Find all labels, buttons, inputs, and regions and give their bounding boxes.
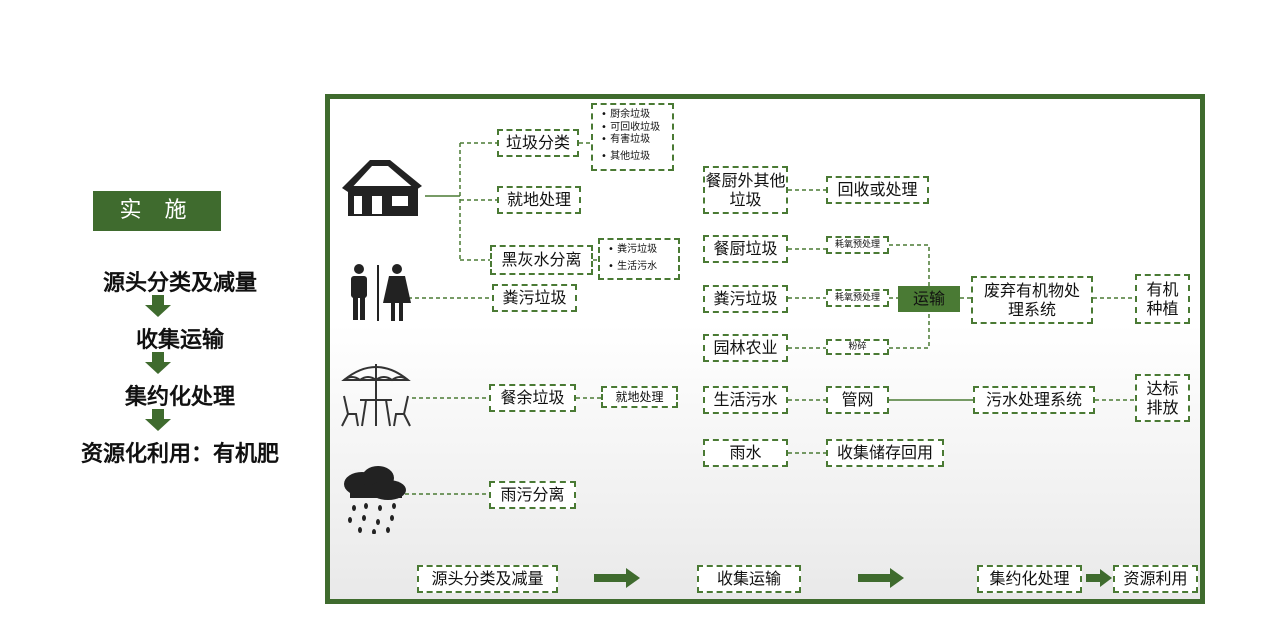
step-processing: 集约化处理 <box>124 385 235 410</box>
box-rainwater: 雨水 <box>703 439 788 467</box>
box-crush: 粉碎 <box>826 339 889 355</box>
list-water-types: • 粪污垃圾 • 生活污水 <box>598 238 680 280</box>
list-item: • 其他垃圾 <box>601 150 651 162</box>
box-rain-separation: 雨污分离 <box>489 481 576 509</box>
box-aerobic-pretreat-2: 耗氧预处理 <box>826 289 889 307</box>
list-sorting-types: • 厨余垃圾 • 可回收垃圾 • 有害垃圾 • 其他垃圾 <box>591 103 674 171</box>
flow-step-collection: 收集运输 <box>697 565 801 593</box>
down-arrow-icon <box>145 295 171 317</box>
box-recycle: 回收或处理 <box>826 176 929 204</box>
box-toilet-manure: 粪污垃圾 <box>492 284 577 312</box>
box-local-treatment: 就地处理 <box>497 186 581 214</box>
box-kitchen-waste: 餐厨垃圾 <box>703 235 788 263</box>
box-garden-agri: 园林农业 <box>703 334 788 362</box>
box-kitchen-other: 餐厨外其他垃圾 <box>703 166 788 214</box>
box-aerobic-pretreat-1: 耗氧预处理 <box>826 236 889 254</box>
list-item: • 粪污垃圾 <box>608 244 658 255</box>
step-source-sorting: 源头分类及减量 <box>102 271 257 296</box>
flow-step-processing: 集约化处理 <box>977 565 1082 593</box>
step-resource-use: 资源化利用：有机肥 <box>80 442 279 467</box>
box-manure-waste: 粪污垃圾 <box>703 285 788 313</box>
list-item: • 可回收垃圾 <box>601 121 661 133</box>
flow-step-source: 源头分类及减量 <box>417 565 558 593</box>
box-rain-collect: 收集储存回用 <box>826 439 944 467</box>
list-item: • 厨余垃圾 <box>601 109 651 120</box>
box-waste-sorting: 垃圾分类 <box>497 129 579 157</box>
box-pipe-network: 管网 <box>826 386 889 414</box>
box-organic-system: 废弃有机物处理系统 <box>971 276 1093 324</box>
step-collection: 收集运输 <box>135 328 224 353</box>
rain-cloud-icon <box>344 466 406 534</box>
box-transport: 运输 <box>898 286 960 312</box>
box-discharge: 达标排放 <box>1135 374 1190 422</box>
box-domestic-sewage: 生活污水 <box>703 386 788 414</box>
down-arrow-icon <box>145 352 171 374</box>
house-icon <box>342 160 422 216</box>
box-organic-planting: 有机种植 <box>1135 274 1190 324</box>
list-item: • 生活污水 <box>608 260 658 272</box>
implementation-title: 实 施 <box>93 191 221 231</box>
box-local-treatment-2: 就地处理 <box>601 386 678 408</box>
flow-step-resource: 资源利用 <box>1113 565 1198 593</box>
list-item: • 有害垃圾 <box>601 134 651 145</box>
box-blackgray-water: 黑灰水分离 <box>490 245 593 275</box>
box-sewage-system: 污水处理系统 <box>973 386 1095 414</box>
box-food-waste: 餐余垃圾 <box>489 384 576 412</box>
restroom-icon <box>351 264 411 321</box>
down-arrow-icon <box>145 409 171 431</box>
dining-umbrella-icon <box>341 364 411 427</box>
